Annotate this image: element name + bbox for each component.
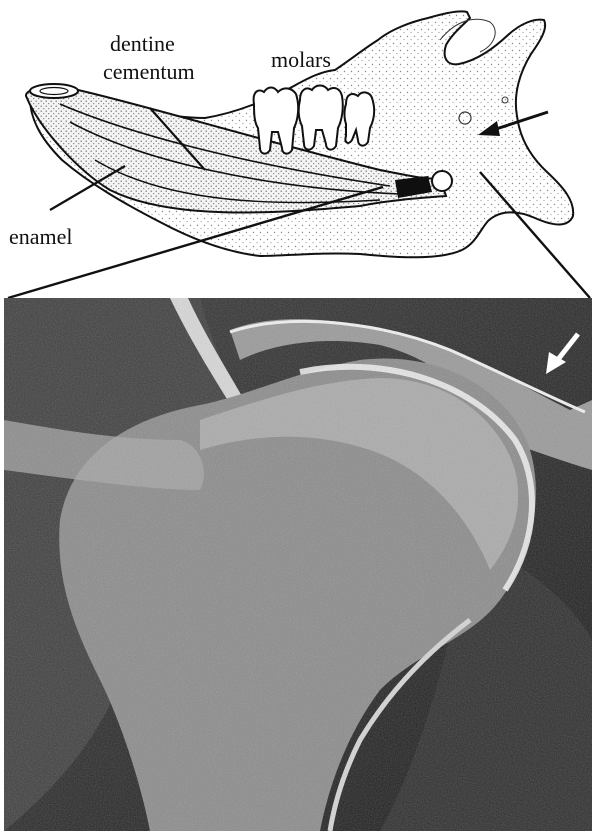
apical-knob (432, 171, 452, 191)
sem-micrograph (4, 298, 592, 831)
molars-label: molars (271, 47, 331, 72)
enamel-label: enamel (9, 224, 73, 249)
incisor-tip (30, 84, 78, 98)
sem-grain (4, 298, 592, 831)
dentine-label: dentine (110, 31, 175, 56)
cementum-label: cementum (103, 59, 195, 84)
